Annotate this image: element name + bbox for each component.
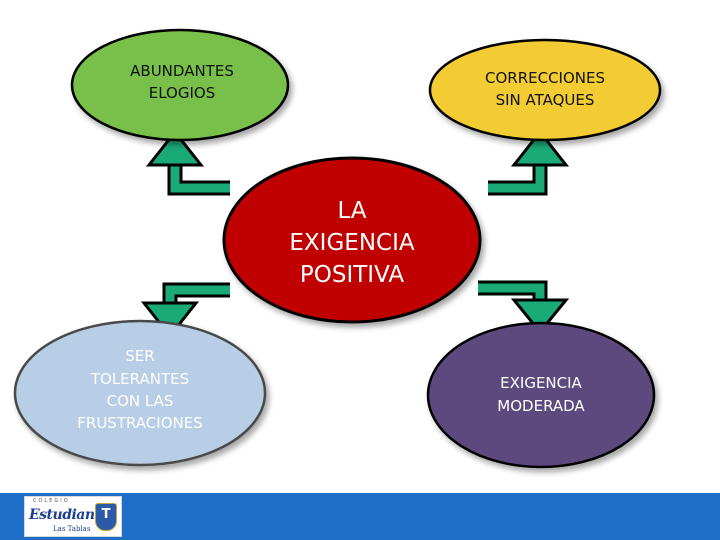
center-node-la-exigencia-positiva: LA EXIGENCIA POSITIVA: [222, 156, 482, 324]
center-line-1: LA: [337, 198, 366, 224]
node-abundantes-elogios: ABUNDANTES ELOGIOS: [70, 28, 290, 142]
node-bottom-right-line-1: EXIGENCIA: [500, 374, 582, 392]
node-top-right-line-2: SIN ATAQUES: [496, 91, 595, 109]
logo-colegio-text: COLEGIO: [33, 498, 70, 504]
shield-icon: T: [95, 503, 117, 531]
node-top-left-line-1: ABUNDANTES: [130, 62, 234, 80]
arrow-to-top-left: [145, 129, 230, 196]
center-line-3: POSITIVA: [300, 262, 404, 288]
node-exigencia-moderada: EXIGENCIA MODERADA: [426, 321, 656, 469]
node-bottom-left-line-2: TOLERANTES: [90, 370, 189, 388]
node-top-right-line-1: CORRECCIONES: [485, 69, 605, 87]
footer-bar: COLEGIO Estudiantes Las Tablas T: [0, 493, 720, 540]
node-bottom-left-line-4: FRUSTRACIONES: [77, 414, 202, 432]
logo-subtitle-text: Las Tablas: [53, 525, 91, 533]
node-bottom-right-line-2: MODERADA: [497, 397, 585, 415]
node-top-left-line-2: ELOGIOS: [149, 84, 215, 102]
school-logo: COLEGIO Estudiantes Las Tablas T: [24, 496, 122, 537]
center-line-2: EXIGENCIA: [289, 230, 414, 256]
arrow-to-top-right: [488, 129, 570, 196]
node-bottom-left-line-1: SER: [125, 347, 154, 365]
arrow-to-bottom-right: [478, 280, 570, 335]
shield-letter: T: [101, 507, 111, 522]
arrow-to-bottom-left: [140, 282, 230, 339]
node-correcciones-sin-ataques: CORRECCIONES SIN ATAQUES: [428, 38, 662, 142]
node-ser-tolerantes: SER TOLERANTES CON LAS FRUSTRACIONES: [13, 319, 267, 467]
node-bottom-left-line-3: CON LAS: [107, 392, 174, 410]
logo-script-text: Estudiantes: [29, 507, 117, 523]
